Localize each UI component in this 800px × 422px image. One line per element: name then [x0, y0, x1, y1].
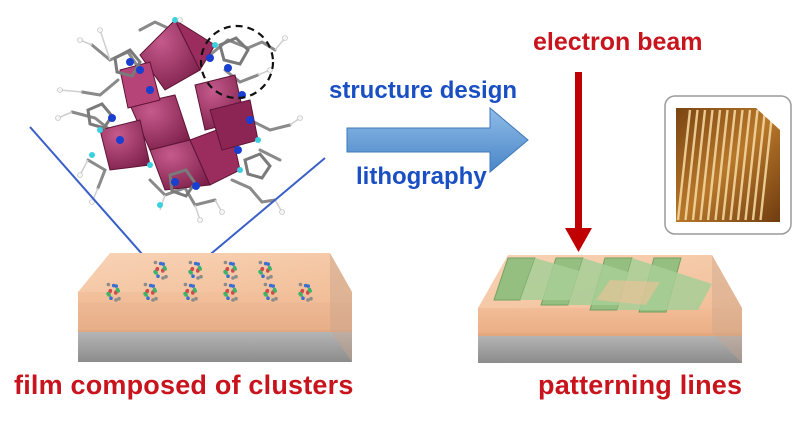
afm-line	[729, 109, 744, 221]
embedded-cluster	[106, 282, 121, 302]
dashed-highlight-circle	[199, 24, 275, 100]
embedded-cluster	[263, 282, 278, 302]
patterning-lines-label: patterning lines	[538, 370, 743, 400]
afm-line	[759, 109, 774, 221]
afm-line	[706, 109, 722, 221]
embedded-cluster	[153, 260, 168, 280]
afm-line	[721, 109, 737, 221]
embedded-cluster	[183, 282, 198, 302]
embedded-cluster	[223, 260, 238, 280]
afm-line	[691, 109, 707, 221]
electron-beam-arrow	[565, 72, 592, 252]
electron-beam-label: electron beam	[533, 28, 703, 56]
cluster-film-block	[78, 253, 352, 362]
film-label: film composed of clusters	[14, 370, 354, 400]
embedded-cluster	[258, 260, 273, 280]
afm-line	[699, 109, 714, 221]
film-top	[78, 253, 352, 292]
embedded-clusters	[106, 260, 313, 302]
substrate-front	[78, 330, 352, 362]
process-arrow	[346, 106, 529, 174]
molecular-cluster-model	[55, 17, 303, 223]
lithography-label: lithography	[356, 163, 487, 190]
afm-line	[684, 109, 699, 221]
embedded-cluster	[298, 282, 313, 302]
structure-design-label: structure design	[329, 77, 518, 104]
afm-line-pattern-image	[664, 95, 792, 235]
embedded-cluster	[223, 282, 238, 302]
afm-line	[751, 109, 767, 221]
embedded-cluster	[143, 282, 158, 302]
patterned-film-block	[478, 255, 742, 363]
afm-line	[744, 109, 759, 221]
afm-line	[714, 109, 729, 221]
afm-line	[736, 109, 752, 221]
zoom-funnel-lines	[29, 126, 326, 264]
afm-line	[676, 109, 692, 221]
film-front	[78, 292, 352, 332]
embedded-cluster	[188, 260, 203, 280]
